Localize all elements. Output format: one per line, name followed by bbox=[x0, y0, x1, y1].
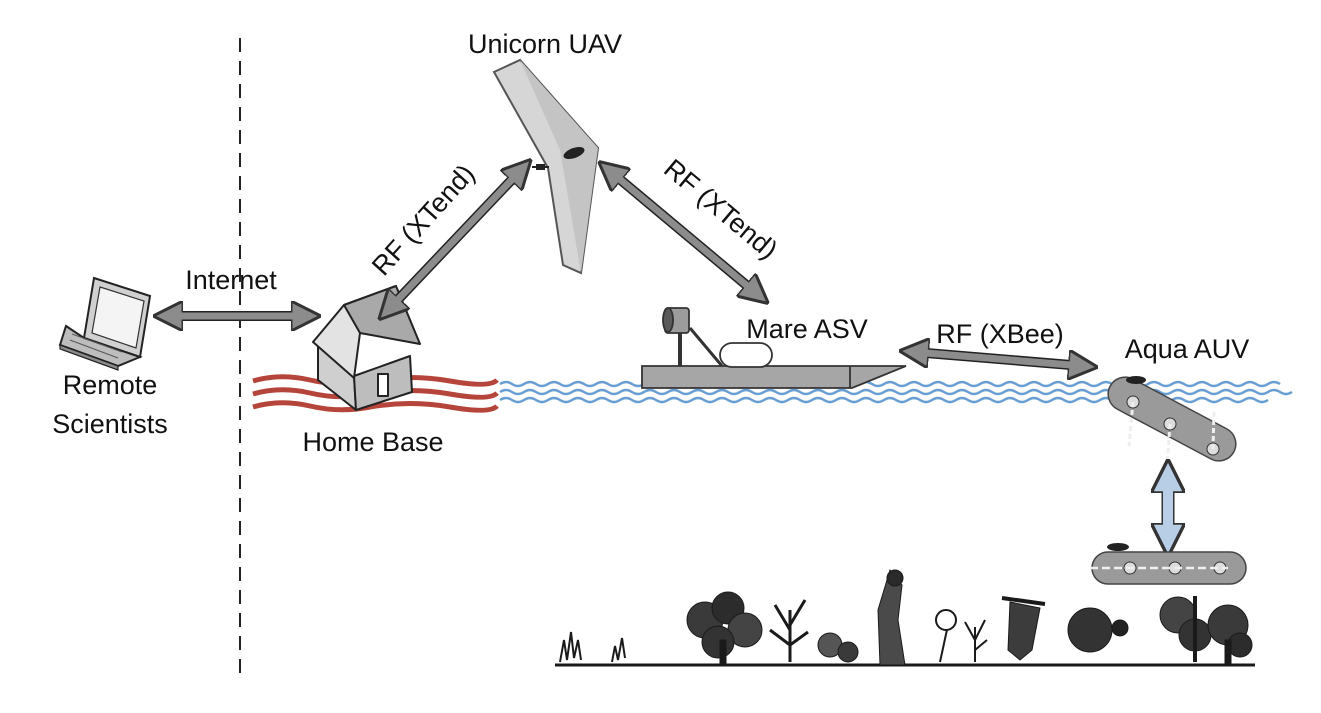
remote-label-line1: Remote bbox=[63, 370, 158, 400]
rf-xtend-right-arrow-fill bbox=[607, 168, 760, 297]
auv-icon bbox=[1107, 376, 1237, 467]
auv-label: Aqua AUV bbox=[1125, 334, 1250, 364]
boat-icon bbox=[641, 307, 907, 389]
uav-label: Unicorn UAV bbox=[468, 29, 622, 59]
laptop-icon bbox=[58, 276, 152, 371]
house-icon bbox=[312, 285, 421, 411]
rf-xbee-arrow-fill bbox=[913, 348, 1084, 370]
internet-label: Internet bbox=[185, 265, 277, 295]
home-base-label: Home Base bbox=[302, 427, 443, 457]
uav-icon bbox=[492, 58, 600, 275]
water-waves bbox=[499, 380, 1293, 404]
rf-xtend-left-label: RF (XTend) bbox=[366, 159, 481, 282]
rf-xbee-label: RF (XBee) bbox=[936, 319, 1064, 349]
asv-label: Mare ASV bbox=[746, 314, 868, 344]
rf-xtend-right-label: RF (XTend) bbox=[658, 153, 783, 265]
auv-submerged-icon bbox=[1090, 543, 1247, 585]
remote-label-line2: Scientists bbox=[52, 409, 168, 439]
seafloor-icon bbox=[555, 568, 1255, 667]
rf-xtend-left-arrow-fill bbox=[386, 167, 524, 312]
